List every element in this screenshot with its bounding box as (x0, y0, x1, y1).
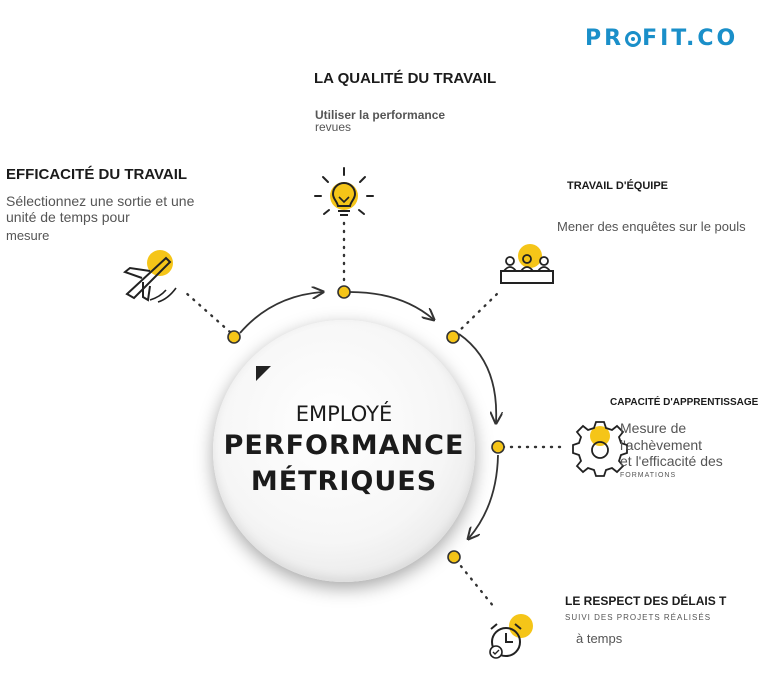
node-quality (337, 285, 351, 299)
connector-efficiency (183, 290, 232, 334)
efficiency-desc-2: unité de temps pour (6, 209, 130, 225)
connector-deadlines (454, 558, 496, 609)
node-learning (491, 440, 505, 454)
learning-title: CAPACITÉ D'APPRENTISSAGE (610, 397, 759, 408)
learning-desc-4: FORMATIONS (620, 472, 677, 479)
brand-logo-post: FIT.CO (642, 26, 739, 51)
teamwork-title: TRAVAIL D'ÉQUIPE (567, 180, 669, 192)
arc-arrow-2 (345, 291, 433, 319)
brand-logo: PR FIT.CO (585, 26, 738, 51)
teamwork-desc-1: Mener des enquêtes sur le pouls (557, 219, 746, 234)
deadlines-title: LE RESPECT DES DÉLAIS T (565, 594, 727, 608)
target-icon (625, 31, 642, 47)
deadlines-desc-1: SUIVI DES PROJETS RÉALISÉS (565, 613, 712, 622)
alarm-clock-icon (489, 614, 533, 659)
gear-icon (572, 421, 628, 477)
arc-arrow-1 (239, 292, 322, 334)
efficiency-desc-1: Sélectionnez une sortie et une (6, 193, 195, 209)
learning-desc-1: Mesure de (620, 420, 687, 436)
arc-arrow-4 (469, 454, 499, 538)
center-title: EMPLOYÉ PERFORMANCE MÉTRIQUES (213, 400, 475, 500)
brand-logo-pre: PR (585, 26, 625, 51)
connector-teamwork (454, 292, 499, 336)
center-line-1: EMPLOYÉ (295, 402, 393, 426)
corner-mark (256, 366, 271, 381)
quality-title: LA QUALITÉ DU TRAVAIL (314, 70, 497, 87)
lightbulb-icon (314, 167, 374, 216)
efficiency-title: EFFICACITÉ DU TRAVAIL (6, 166, 188, 183)
node-deadlines (447, 550, 461, 564)
arc-arrow-3 (458, 333, 496, 422)
quality-desc-1: Utiliser la performance (315, 108, 446, 122)
learning-desc-3: et l'efficacité des (620, 453, 723, 469)
node-teamwork (446, 330, 460, 344)
team-icon (500, 244, 554, 284)
airplane-icon (122, 250, 177, 303)
node-efficiency (227, 330, 241, 344)
center-line-3: MÉTRIQUES (250, 466, 438, 497)
center-line-2: PERFORMANCE (223, 430, 465, 461)
learning-desc-2: l'achèvement (620, 437, 703, 453)
efficiency-desc-3: mesure (6, 228, 50, 243)
deadlines-desc-2: à temps (576, 631, 623, 646)
quality-desc-2: revues (315, 120, 352, 134)
center-disc (213, 320, 475, 582)
